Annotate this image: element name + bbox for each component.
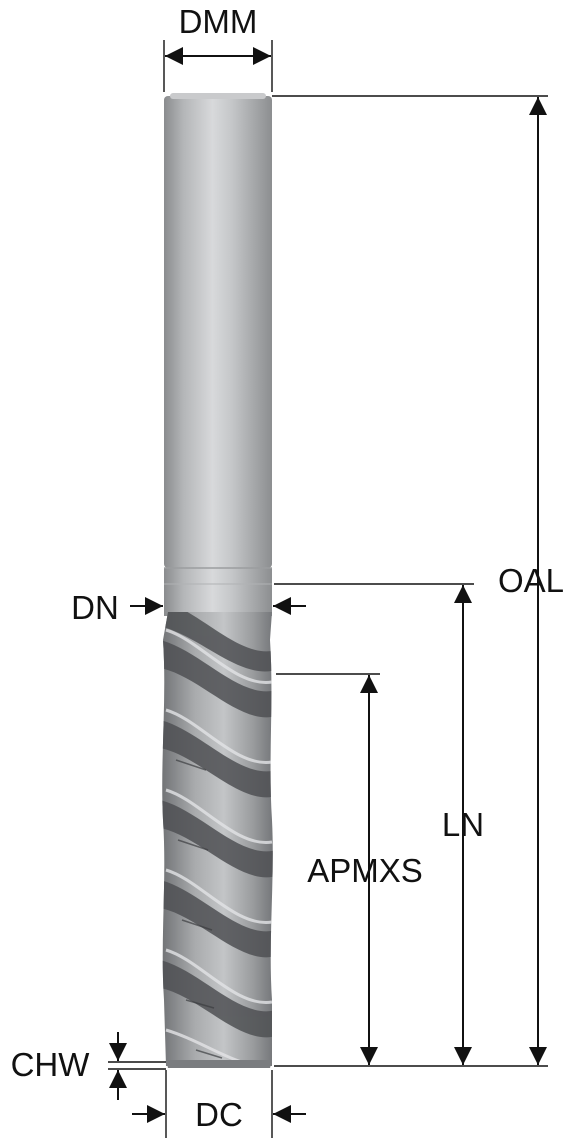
label-dc: DC <box>195 1096 243 1133</box>
dimension-lines <box>108 40 548 1138</box>
label-apmxs: APMXS <box>307 852 423 889</box>
dimension-labels: DMM OAL DN LN APMXS CHW DC <box>11 3 564 1133</box>
tool-neck <box>164 568 272 616</box>
tool-shank <box>164 96 272 568</box>
tool-flutes <box>162 612 273 1066</box>
label-dn: DN <box>71 589 119 626</box>
end-mill-tool <box>162 93 273 1068</box>
tool-tip <box>166 1060 272 1068</box>
label-dmm: DMM <box>179 3 258 40</box>
label-oal: OAL <box>498 562 564 599</box>
label-ln: LN <box>442 806 484 843</box>
label-chw: CHW <box>11 1046 91 1083</box>
shank-top-chamfer <box>170 93 266 99</box>
